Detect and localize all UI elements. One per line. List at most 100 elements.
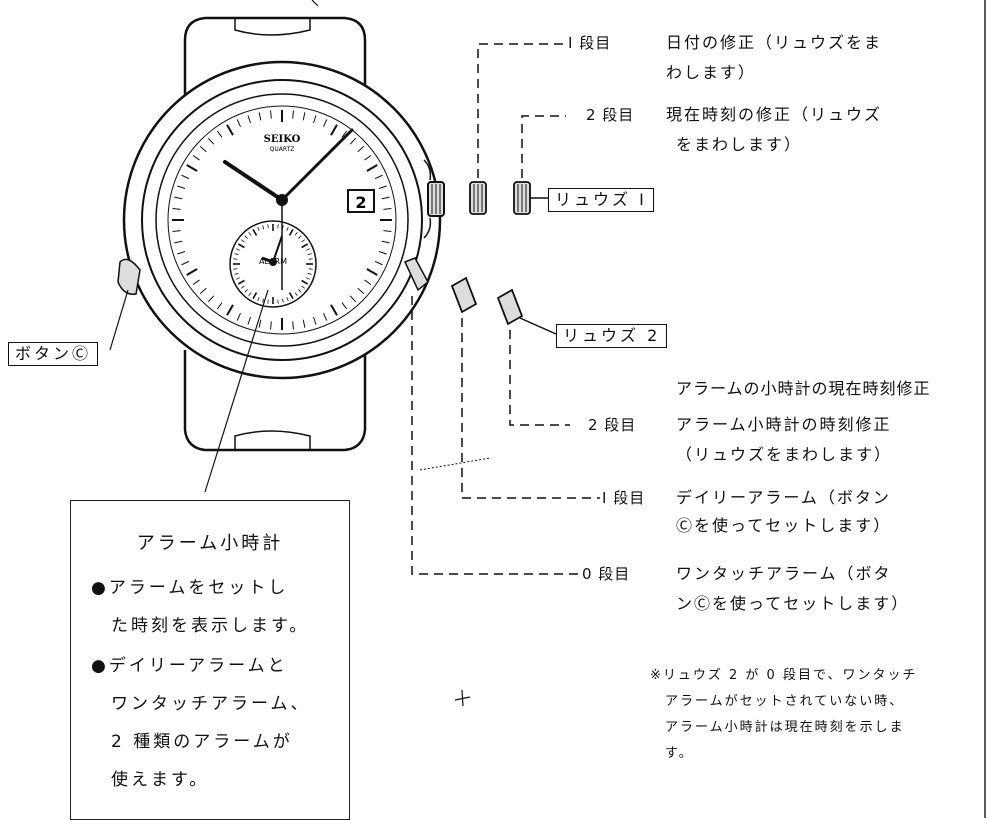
tick-mark — [258, 112, 262, 121]
stage0-onetouch-label: 0 段目 — [582, 565, 631, 583]
tick-mark — [366, 164, 378, 172]
footnote-line: ※リュウズ 2 が 0 段目で、ワンタッチ — [650, 668, 918, 683]
stage0-onetouch-line1: ワンタッチアラーム（ボタ — [676, 564, 892, 583]
tick-mark — [288, 228, 294, 236]
stage1-daily-label: Ⅰ 段目 — [602, 489, 646, 507]
tick-mark — [313, 316, 317, 325]
tick-mark — [241, 285, 245, 289]
tick-mark — [252, 228, 258, 236]
tick-mark — [357, 146, 365, 153]
tick-mark — [237, 279, 245, 285]
tick-mark — [267, 299, 269, 304]
tick-mark — [199, 146, 207, 153]
tick-mark — [248, 232, 252, 236]
tick-mark — [364, 279, 372, 286]
tick-mark — [302, 112, 306, 121]
info-line: 使えます。 — [91, 770, 210, 790]
tick-mark — [366, 268, 378, 276]
tick-mark — [306, 277, 311, 280]
tick-mark — [181, 261, 190, 266]
tick-mark — [208, 295, 215, 303]
crown2-label: リュウズ 2 — [556, 324, 668, 348]
tick-mark — [262, 225, 265, 230]
tick-mark — [306, 248, 311, 251]
footnote-line: アラームがセットされていない時、 — [650, 694, 905, 709]
tick-mark — [233, 258, 238, 260]
tick-mark — [383, 230, 392, 232]
tick-mark — [341, 302, 348, 310]
tick-mark — [177, 185, 186, 189]
tick-mark — [252, 292, 258, 300]
info-line: ●デイリーアラームと — [91, 656, 288, 676]
watch-lugs-top — [183, 16, 367, 115]
stage2-alarm-label: 2 段目 — [588, 416, 637, 434]
tick-mark — [301, 279, 309, 285]
crown1-label: リュウズ Ⅰ — [548, 188, 654, 212]
tick-mark — [174, 196, 183, 200]
tick-mark — [216, 302, 223, 310]
hour-hand — [223, 160, 284, 202]
crown2-position-2 — [496, 288, 524, 326]
stage2-alarm-line1: アラーム小時計の時刻修正 — [676, 415, 892, 434]
info-line: ●アラームをセットし — [91, 578, 289, 598]
tick-mark — [257, 226, 260, 231]
tick-mark — [364, 154, 372, 161]
tick-mark — [233, 268, 238, 270]
tick-mark — [307, 272, 312, 275]
tick-mark — [286, 297, 289, 302]
tick-mark — [244, 235, 248, 239]
tick-mark — [378, 185, 387, 189]
stage1-date-line2: わします） — [666, 63, 757, 82]
brand-sub: QUARTZ — [270, 146, 295, 153]
tick-mark — [383, 208, 392, 210]
tick-mark — [208, 137, 215, 145]
tick-mark — [236, 312, 241, 321]
footnote-line: アラーム小時計は現在時刻を示しま — [650, 720, 905, 735]
tick-mark — [244, 289, 248, 293]
info-box-title: アラーム小時計 — [136, 533, 284, 554]
brand-logo: SEIKO — [264, 134, 301, 145]
tick-mark — [302, 319, 306, 328]
tick-mark — [270, 110, 272, 119]
tick-mark — [248, 292, 252, 296]
tick-mark — [301, 285, 305, 289]
stage1-daily-line1: デイリーアラーム（ボタン — [676, 488, 891, 507]
tick-mark — [308, 268, 313, 270]
tick-mark — [172, 208, 181, 210]
crown2-position-1 — [450, 276, 478, 314]
tick-mark — [323, 312, 328, 321]
tick-mark — [226, 304, 234, 316]
tick-mark — [174, 240, 183, 244]
button-right — [403, 257, 429, 292]
alarm-correction-heading: アラームの小時計の現在時刻修正 — [676, 379, 931, 398]
tick-mark — [330, 304, 338, 316]
stage2-time-line2: をまわします） — [676, 135, 803, 154]
crown-position-1 — [469, 181, 487, 215]
stage1-date-line1: 日付の修正（リュウズをま — [666, 33, 883, 52]
minute-ticks — [172, 110, 392, 330]
tick-mark — [181, 174, 190, 179]
tick-mark — [172, 230, 181, 232]
tick-mark — [330, 124, 338, 136]
tick-mark — [374, 174, 383, 179]
tick-mark — [308, 258, 313, 260]
tick-mark — [298, 289, 302, 293]
tick-mark — [226, 124, 234, 136]
stage0-onetouch-line2: ンⒸを使ってセットします） — [676, 594, 910, 613]
tick-mark — [216, 130, 223, 138]
stage1-date-label: Ⅰ 段目 — [568, 34, 612, 52]
tick-mark — [374, 261, 383, 266]
stage1-daily-line2: Ⓒを使ってセットします） — [676, 516, 892, 535]
tick-mark — [281, 298, 284, 303]
footnote-line: す。 — [650, 746, 694, 761]
date-value: 2 — [355, 193, 366, 212]
tick-mark — [267, 224, 269, 229]
tick-mark — [301, 239, 305, 243]
tick-mark — [247, 115, 251, 124]
tick-mark — [234, 253, 239, 256]
tick-mark — [381, 240, 390, 244]
tick-mark — [186, 164, 198, 172]
tick-mark — [177, 251, 186, 255]
tick-mark — [294, 292, 298, 296]
